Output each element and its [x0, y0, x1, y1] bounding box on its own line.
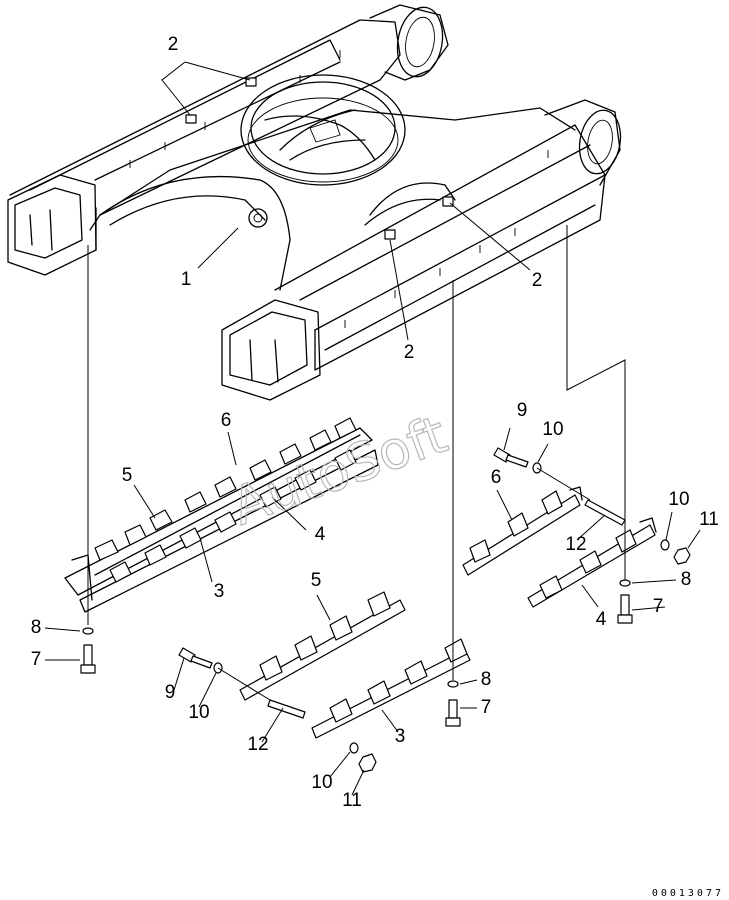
callout-8-center: 8	[481, 669, 492, 690]
track-guard-left	[64, 417, 379, 613]
callout-3-left: 3	[214, 581, 225, 602]
callout-10-center: 10	[188, 702, 209, 723]
callout-7-center: 7	[481, 697, 492, 718]
assembly-guide-lines	[87, 225, 626, 701]
callout-7-right: 7	[653, 596, 664, 617]
callout-4-left: 4	[315, 524, 326, 545]
callout-12-right: 12	[565, 534, 586, 555]
callout-10-right: 10	[542, 419, 563, 440]
hardware	[80, 447, 691, 773]
track-guard-right	[462, 486, 657, 608]
callout-12-center: 12	[247, 734, 268, 755]
callout-8-right: 8	[681, 569, 692, 590]
callout-2-middle: 2	[404, 342, 415, 363]
track-frame	[7, 4, 622, 401]
callout-7-left: 7	[31, 649, 42, 670]
callout-3-center: 3	[395, 726, 406, 747]
callout-11-bottom: 11	[342, 790, 362, 811]
callout-6-right: 6	[491, 467, 502, 488]
leader-lines	[44, 61, 701, 796]
callout-5-center: 5	[311, 570, 322, 591]
callout-8-left: 8	[31, 617, 42, 638]
callout-9-right: 9	[517, 400, 528, 421]
callout-labels: 2 1 2 2 6 5 4 3 8 7 9 10 6 12 10 11 8 7 …	[31, 34, 719, 811]
callout-10-far-right: 10	[668, 489, 689, 510]
track-guard-center	[239, 591, 471, 739]
document-number: 00013077	[652, 888, 724, 899]
callout-4-right: 4	[596, 609, 607, 630]
callout-10-bottom: 10	[311, 772, 332, 793]
callout-2-right: 2	[532, 270, 543, 291]
callout-1: 1	[181, 269, 192, 290]
callout-9-center: 9	[165, 682, 176, 703]
callout-6-left: 6	[221, 410, 232, 431]
callout-5-left: 5	[122, 465, 133, 486]
callout-11-far-right: 11	[699, 509, 719, 530]
callout-2-top: 2	[168, 34, 179, 55]
